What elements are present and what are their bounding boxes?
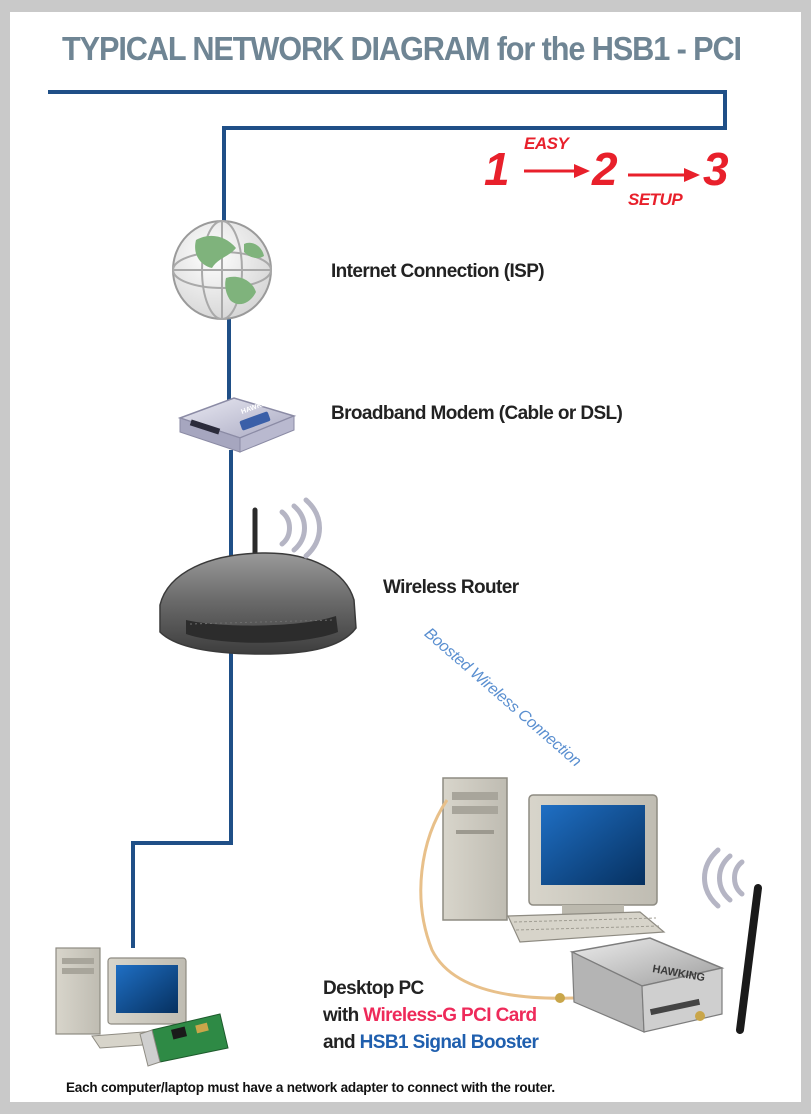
caption-line-3: and HSB1 Signal Booster xyxy=(323,1029,539,1056)
monitor-screen xyxy=(541,805,645,885)
caption-line-1: Desktop PC xyxy=(323,978,424,999)
desktop-pc-caption: Desktop PC with Wireless-G PCI Card and … xyxy=(323,975,539,1056)
booster-antenna xyxy=(736,884,762,1034)
desktop-pc-icon xyxy=(442,777,666,943)
arrow-1-to-2-head xyxy=(574,164,590,178)
arrow-2-to-3-head xyxy=(684,168,700,182)
step-2: 2 xyxy=(592,143,618,195)
caption-line-2-prefix: with xyxy=(323,1005,364,1026)
page-title: TYPICAL NETWORK DIAGRAM for the HSB1 - P… xyxy=(62,30,742,67)
modem-badge: HAWKING xyxy=(240,398,275,416)
cable-lines xyxy=(48,90,727,948)
internet-connection-label: Internet Connection (ISP) xyxy=(331,261,545,282)
pc-with-network-card-icon xyxy=(55,947,229,1067)
router-icon xyxy=(159,507,357,655)
caption-line-3-prefix: and xyxy=(323,1032,360,1053)
keyboard xyxy=(507,911,666,943)
easy-setup-arrows xyxy=(524,164,700,182)
top-cable xyxy=(48,90,727,228)
step-word-setup: SETUP xyxy=(628,190,683,209)
hsb1-signal-booster-highlight: HSB1 Signal Booster xyxy=(359,1032,539,1053)
caption-line-2: with Wireless-G PCI Card xyxy=(323,1002,538,1029)
step-3: 3 xyxy=(703,143,729,195)
modem-icon xyxy=(177,397,297,453)
signal-booster-icon: HAWKING xyxy=(555,884,762,1034)
wireless-router-label: Wireless Router xyxy=(383,577,519,598)
step-word-easy: EASY xyxy=(524,134,569,153)
booster-wifi-waves-icon xyxy=(702,847,745,909)
broadband-modem-label: Broadband Modem (Cable or DSL) xyxy=(331,403,623,424)
wireless-g-pci-card-highlight: Wireless-G PCI Card xyxy=(363,1005,537,1026)
diagram-canvas xyxy=(10,12,801,1102)
globe-icon xyxy=(172,220,272,320)
footer-note: Each computer/laptop must have a network… xyxy=(66,1080,555,1095)
step-1: 1 xyxy=(484,143,510,195)
tower-case xyxy=(442,777,508,921)
antenna-cable xyxy=(419,799,576,1000)
router-to-laptop-pc-cable xyxy=(131,650,233,948)
router-wifi-waves-icon xyxy=(279,497,322,559)
